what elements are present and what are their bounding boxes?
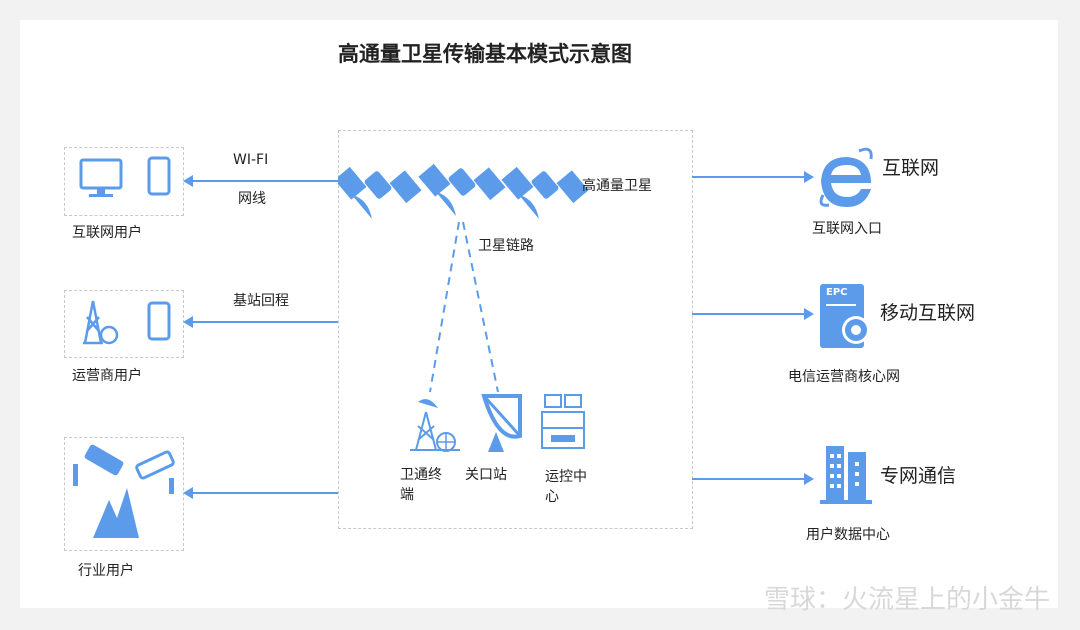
satellite-link-line	[462, 221, 499, 393]
industry-users-label: 行业用户	[78, 563, 134, 579]
cable-label: 网线	[238, 191, 266, 207]
industry-users-box	[64, 437, 184, 551]
core-network-label: 电信运营商核心网	[788, 369, 900, 385]
satellite-system-box	[338, 130, 693, 529]
internet-explorer-icon	[819, 147, 873, 207]
data-center-label: 用户数据中心	[806, 527, 890, 543]
control-center-label-2: 心	[545, 489, 559, 505]
internet-users-label: 互联网用户	[72, 225, 142, 241]
wifi-label: WI-FI	[233, 152, 269, 168]
internet-label: 互联网	[882, 157, 940, 179]
epc-icon: EPC	[820, 284, 872, 348]
gateway-label: 关口站	[465, 467, 507, 483]
mobile-internet-label: 移动互联网	[880, 302, 976, 324]
satellite-icon	[501, 166, 589, 219]
diagram-title: 高通量卫星传输基本模式示意图	[338, 42, 632, 66]
terminal-label-1: 卫通终	[400, 467, 442, 483]
building-icon	[820, 446, 872, 504]
private-network-label: 专网通信	[880, 465, 957, 487]
camera-mountain-icon	[73, 444, 175, 538]
internet-entry-label: 互联网入口	[812, 221, 882, 237]
satellite-icon	[338, 166, 422, 219]
wifi-arrow	[183, 175, 338, 187]
industry-arrow	[183, 487, 338, 499]
control-center-label-1: 运控中	[545, 469, 587, 485]
epc-text: EPC	[826, 287, 848, 298]
satellite-icon	[418, 163, 506, 216]
control-center-icon	[541, 394, 585, 449]
watermark: 雪球：火流星上的小金牛	[763, 585, 1050, 615]
diagram-card	[20, 20, 1058, 608]
terminal-label-2: 端	[400, 487, 414, 503]
private-arrow	[692, 473, 814, 485]
satellite-link-label: 卫星链路	[478, 238, 534, 254]
terminal-tower-icon	[410, 399, 460, 452]
operator-users-label: 运营商用户	[72, 368, 142, 384]
monitor-phone-icon	[79, 156, 171, 197]
backhaul-arrow	[183, 316, 338, 328]
gateway-dish-icon	[481, 394, 522, 452]
mobile-arrow	[692, 308, 814, 320]
backhaul-label: 基站回程	[233, 293, 289, 309]
operator-users-box	[64, 290, 184, 358]
hts-satellite-label: 高通量卫星	[582, 178, 652, 194]
tower-phone-icon	[83, 300, 171, 345]
internet-arrow	[692, 171, 814, 183]
internet-users-box	[64, 147, 184, 216]
satellite-link-line	[429, 221, 460, 393]
satellite-system-graphics	[338, 163, 589, 452]
